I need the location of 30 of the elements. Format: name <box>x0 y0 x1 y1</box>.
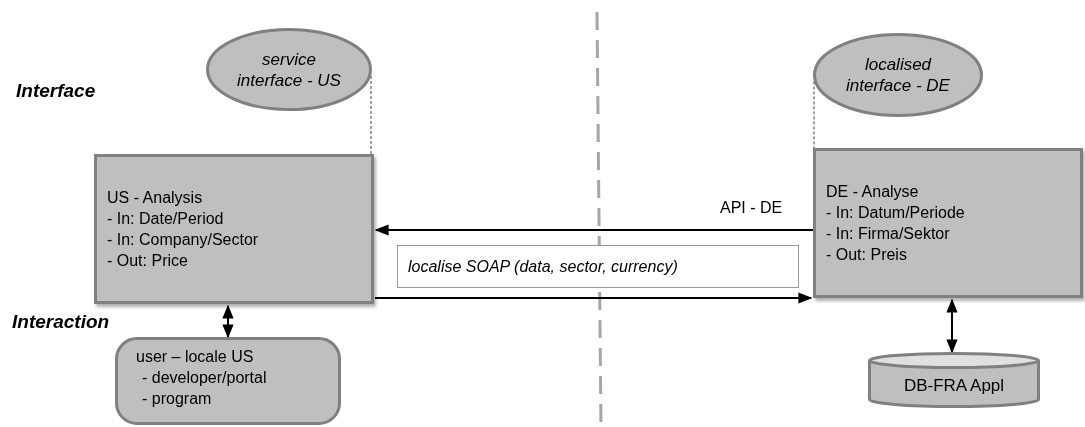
process-box <box>813 148 1083 298</box>
arrow <box>374 224 814 236</box>
section-label: Interface <box>16 80 96 102</box>
ellipse-node <box>206 28 372 111</box>
node-text: - In: Date/Period <box>107 209 225 229</box>
leader-line <box>370 75 372 155</box>
node-title: US - Analysis <box>107 188 204 208</box>
process-box <box>94 154 374 304</box>
rounded-box <box>115 337 341 425</box>
arrow <box>222 304 234 339</box>
database-cylinder <box>868 352 1040 408</box>
arrow <box>946 298 958 354</box>
ellipse-node <box>813 33 983 117</box>
node-title: service interface - US <box>236 48 342 91</box>
section-label: Interaction <box>12 311 110 333</box>
node-title: localised interface - DE <box>845 54 951 96</box>
leader-line <box>813 80 815 149</box>
node-text: - In: Company/Sector <box>107 230 260 250</box>
node-text: - program <box>141 389 213 409</box>
node-text: - Out: Price <box>107 251 189 271</box>
node-title: user – locale US <box>136 347 255 367</box>
node-title: localise SOAP (data, sector, currency) <box>408 257 679 277</box>
node-text: - Out: Preis <box>826 245 908 265</box>
node-title: DB-FRA Appl <box>903 374 1005 396</box>
node-text: - In: Datum/Periode <box>826 203 966 223</box>
node-text: - In: Firma/Sektor <box>826 224 951 244</box>
message-box <box>397 245 799 288</box>
node-title: DE - Analyse <box>826 182 920 202</box>
arrow <box>374 292 813 304</box>
node-text: - developer/portal <box>141 368 268 388</box>
